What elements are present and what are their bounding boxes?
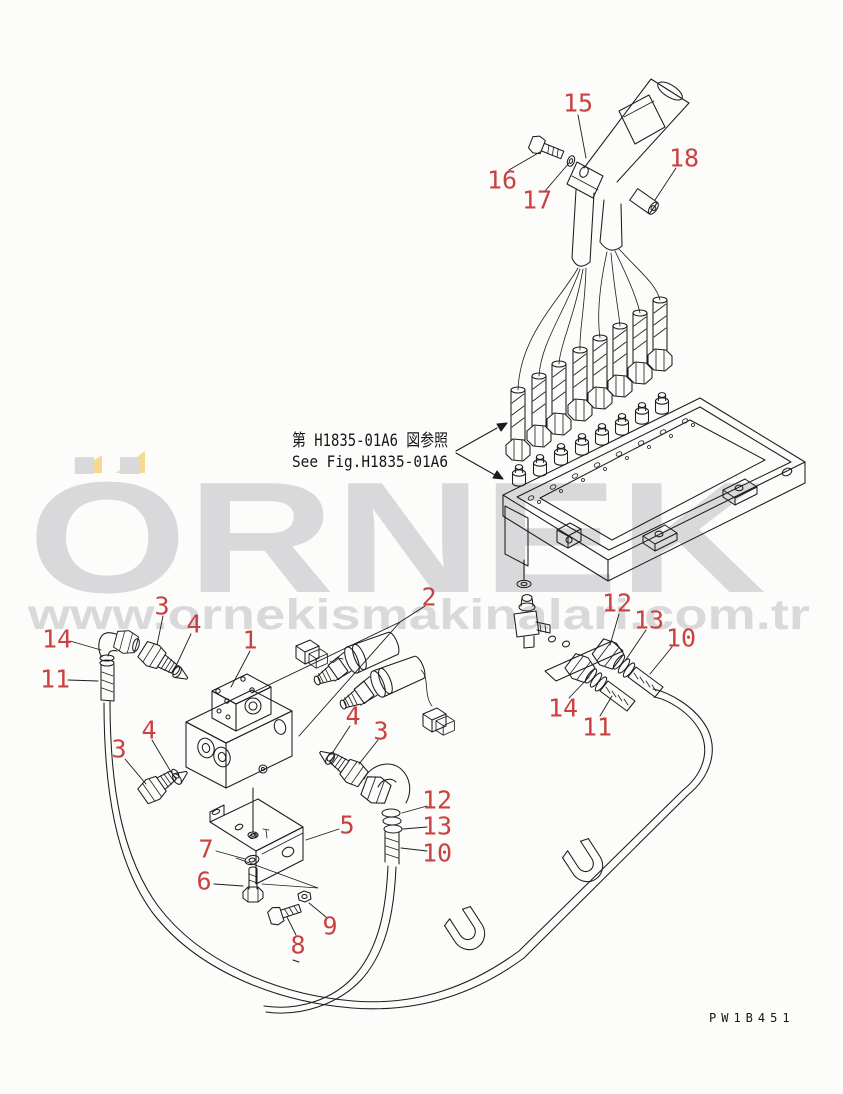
solenoid-valves	[295, 628, 455, 736]
harness-cap	[629, 188, 659, 215]
watermark-url: www.ornekismakinalari.com.tr	[27, 591, 811, 639]
leader-lines	[67, 114, 677, 936]
bolt-angled	[267, 903, 302, 926]
harness-bolt	[527, 135, 565, 160]
logo-accent-triangle	[75, 455, 102, 473]
harness-wires	[517, 248, 661, 391]
hose-clamps	[441, 836, 610, 957]
twin-hose-fittings	[544, 634, 664, 712]
hose-long	[103, 688, 713, 1010]
bolt-vertical	[242, 866, 264, 903]
hose-bottom	[263, 865, 397, 1014]
washer	[244, 854, 260, 866]
harness-nut	[566, 155, 576, 167]
mounting-bracket	[209, 798, 319, 889]
drawing-code: PW1B451	[709, 1011, 795, 1025]
mounting-frame	[502, 397, 806, 589]
elbow-fitting-bottom	[358, 763, 411, 865]
reference-note-jp: 第 H1835-01A6 図参照	[292, 431, 448, 451]
reference-arrows	[455, 422, 508, 480]
valve-block	[185, 673, 293, 839]
connector-plugs	[505, 296, 673, 462]
nut	[297, 890, 312, 903]
logo-accent-triangle	[116, 451, 145, 473]
pilot-valve	[513, 594, 571, 649]
elbow-fitting-left	[98, 627, 140, 702]
harness-band	[618, 94, 666, 145]
reference-note-en: See Fig.H1835-01A6	[292, 452, 448, 471]
wiring-harness	[517, 78, 690, 391]
harness-clamp	[566, 161, 604, 199]
